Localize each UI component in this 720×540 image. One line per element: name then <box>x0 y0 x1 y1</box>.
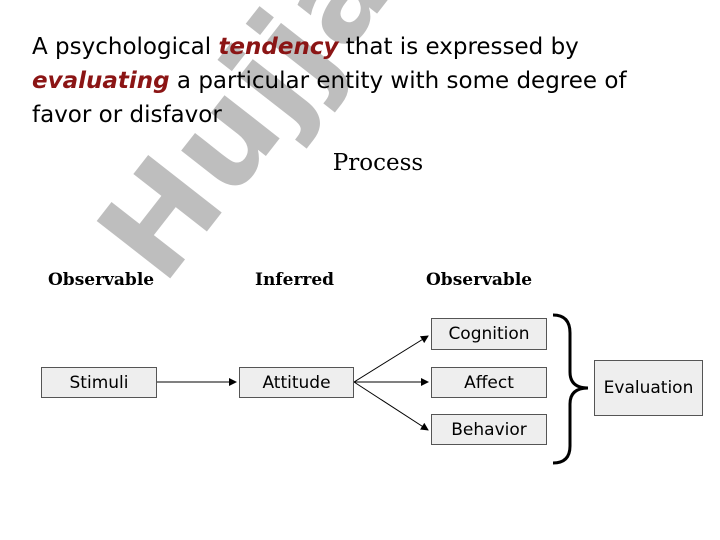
definition-emphasis-evaluating: evaluating <box>32 68 170 94</box>
node-behavior: Behavior <box>431 414 547 445</box>
definition-part-2: that is expressed by <box>338 34 579 60</box>
definition-part-3: a particular entity with some degree of … <box>32 68 627 128</box>
brace-right <box>552 313 589 465</box>
definition-part-1: A psychological <box>32 34 219 60</box>
node-cognition: Cognition <box>431 318 547 350</box>
arrow-attitude-to-behavior <box>353 381 429 431</box>
arrow-attitude-to-cognition <box>353 335 429 383</box>
column-heading-observable-left: Observable <box>48 270 155 290</box>
definition-text: A psychological tendency that is express… <box>32 30 672 132</box>
definition-emphasis-tendency: tendency <box>218 34 339 60</box>
diagram-title: Process <box>332 150 424 176</box>
node-attitude: Attitude <box>239 367 354 398</box>
column-heading-inferred: Inferred <box>255 270 335 290</box>
node-stimuli: Stimuli <box>41 367 157 398</box>
node-affect: Affect <box>431 367 547 398</box>
column-heading-observable-right: Observable <box>426 270 533 290</box>
node-evaluation: Evaluation <box>594 360 703 416</box>
